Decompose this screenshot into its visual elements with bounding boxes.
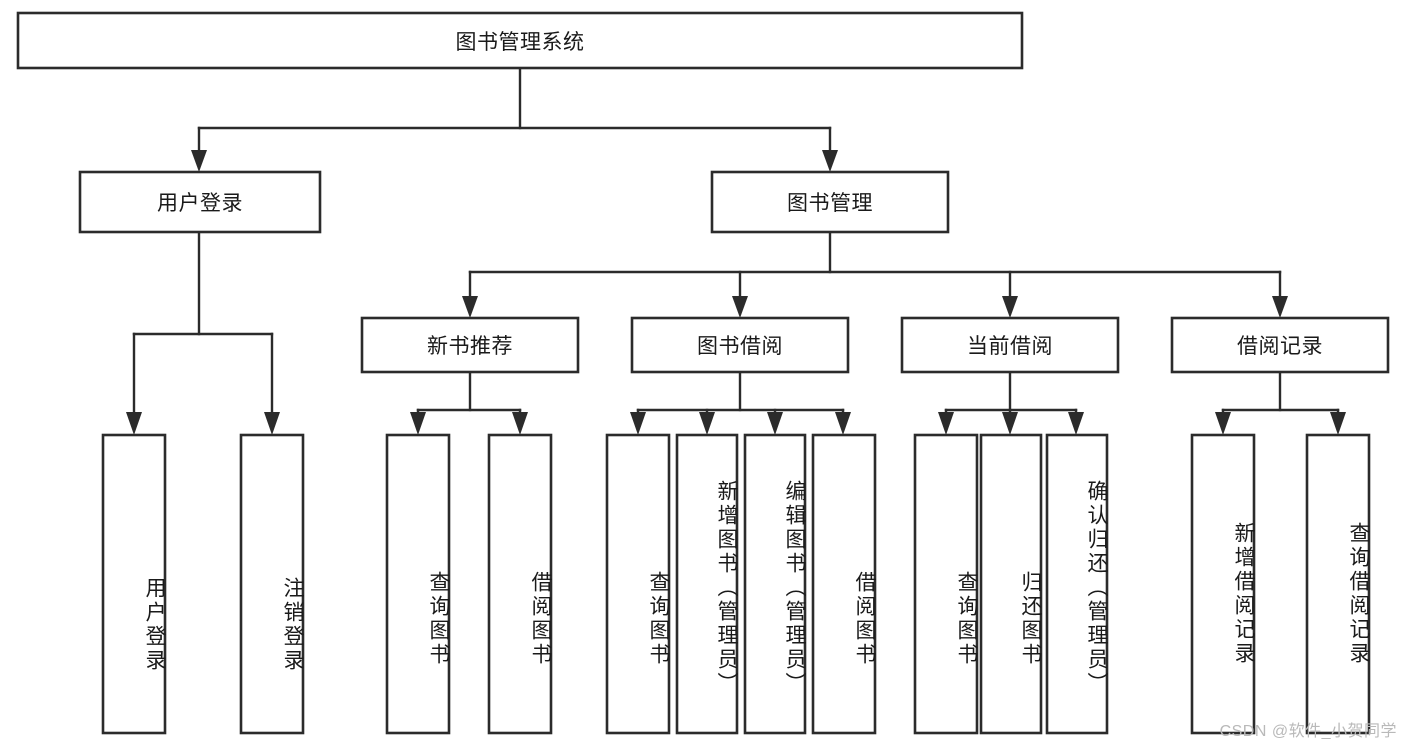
node-root[interactable] <box>16 11 1024 70</box>
arrow-head-nb-query-book <box>410 412 426 435</box>
node-user-login[interactable] <box>78 170 322 234</box>
arrow-head-bb-query-book <box>630 412 646 435</box>
arrow-head-book-mgmt <box>822 150 838 172</box>
node-leaf-cb-return-book[interactable] <box>979 433 1043 735</box>
arrow-head-current-borrow <box>1002 296 1018 318</box>
node-leaf-br-add-record[interactable] <box>1190 433 1256 735</box>
node-leaf-bb-edit-book[interactable] <box>743 433 807 735</box>
node-leaf-nb-query-book[interactable] <box>385 433 451 735</box>
arrow-head-cb-confirm-return <box>1068 412 1084 435</box>
arrow-head-book-borrow <box>732 296 748 318</box>
node-current-borrow[interactable] <box>900 316 1120 374</box>
arrow-head-leaf-user-login <box>126 412 142 435</box>
node-leaf-user-login[interactable] <box>101 433 167 735</box>
node-leaf-bb-add-book[interactable] <box>675 433 739 735</box>
node-leaf-bb-borrow-book[interactable] <box>811 433 877 735</box>
arrow-head-new-book-rec <box>462 296 478 318</box>
arrow-head-borrow-record <box>1272 296 1288 318</box>
arrow-head-user-login <box>191 150 207 172</box>
node-book-management[interactable] <box>710 170 950 234</box>
node-box-group <box>16 11 1390 735</box>
arrow-head-bb-add-book <box>699 412 715 435</box>
node-book-borrow[interactable] <box>630 316 850 374</box>
arrow-head-cb-query-book <box>938 412 954 435</box>
node-new-book-recommend[interactable] <box>360 316 580 374</box>
arrow-head-nb-borrow-book <box>512 412 528 435</box>
node-leaf-nb-borrow-book[interactable] <box>487 433 553 735</box>
arrow-head-br-add-record <box>1215 412 1231 435</box>
arrow-head-bb-edit-book <box>767 412 783 435</box>
arrow-head-bb-borrow-book <box>835 412 851 435</box>
node-borrow-record[interactable] <box>1170 316 1390 374</box>
arrow-head-br-query-record <box>1330 412 1346 435</box>
connector-group <box>126 66 1346 435</box>
node-leaf-logout[interactable] <box>239 433 305 735</box>
node-leaf-cb-confirm-return[interactable] <box>1045 433 1109 735</box>
node-leaf-br-query-record[interactable] <box>1305 433 1371 735</box>
node-leaf-bb-query-book[interactable] <box>605 433 671 735</box>
arrow-head-leaf-logout <box>264 412 280 435</box>
arrow-head-cb-return-book <box>1002 412 1018 435</box>
node-leaf-cb-query-book[interactable] <box>913 433 979 735</box>
